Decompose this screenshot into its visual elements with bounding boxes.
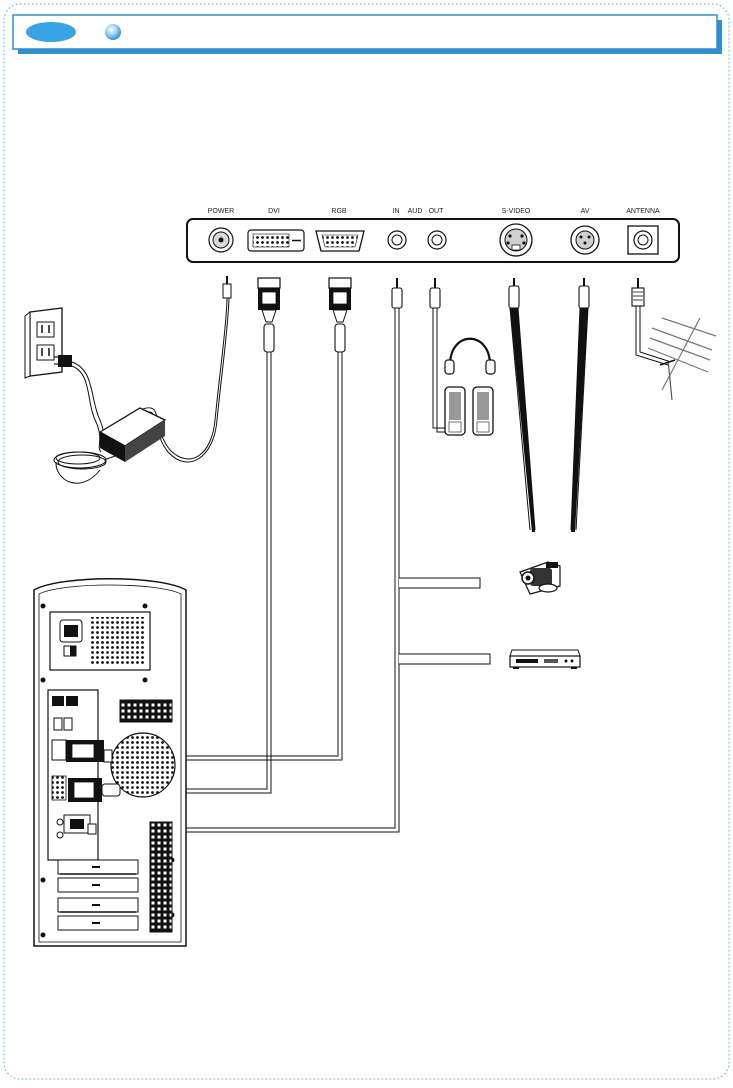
svideo-port-icon — [500, 224, 532, 256]
header-pill-icon — [26, 22, 76, 42]
audio-in-plug-icon — [392, 278, 402, 308]
power-port-icon — [209, 228, 233, 252]
wall-outlet-icon — [25, 308, 72, 378]
monitor-back-panel: POWER DVI RGB IN AUD OUT S-VIDEO AV ANTE… — [187, 208, 679, 262]
antenna-icon — [648, 318, 716, 400]
rgb-port-icon — [316, 231, 364, 251]
headphones-icon — [445, 339, 495, 374]
antenna-port-icon — [628, 226, 658, 254]
port-label-svideo: S-VIDEO — [502, 208, 531, 215]
port-label-audio-in: IN — [393, 208, 400, 215]
audio-out-port-icon — [428, 231, 446, 249]
port-label-power: POWER — [208, 208, 234, 215]
port-label-audio-out: OUT — [429, 208, 445, 215]
dvi-port-icon — [248, 230, 304, 251]
vcr-icon — [510, 650, 580, 669]
audio-out-plug-icon — [430, 278, 440, 308]
av-plug-icon — [579, 278, 589, 308]
rgb-connector-icon — [329, 278, 351, 352]
port-label-audio: AUD — [408, 208, 423, 215]
av-port-icon — [571, 226, 599, 254]
header-bar — [13, 15, 722, 54]
port-label-rgb: RGB — [331, 208, 347, 215]
dvi-connector-icon — [258, 278, 280, 352]
svideo-plug-icon — [509, 278, 519, 308]
thick-cables — [510, 308, 588, 532]
antenna-plug-icon — [632, 278, 644, 306]
camcorder-icon — [520, 562, 560, 594]
audio-out-cable — [433, 308, 445, 428]
speakers-icon — [445, 387, 493, 435]
header-bullet-icon — [105, 24, 121, 40]
vcr-branch — [399, 654, 490, 664]
power-adapter-icon — [54, 408, 165, 483]
port-label-dvi: DVI — [268, 208, 280, 215]
port-label-av: AV — [581, 208, 590, 215]
audio-in-port-icon — [388, 231, 406, 249]
camcorder-branch — [399, 578, 480, 588]
power-plug-icon — [223, 276, 231, 298]
port-label-antenna: ANTENNA — [626, 208, 660, 215]
